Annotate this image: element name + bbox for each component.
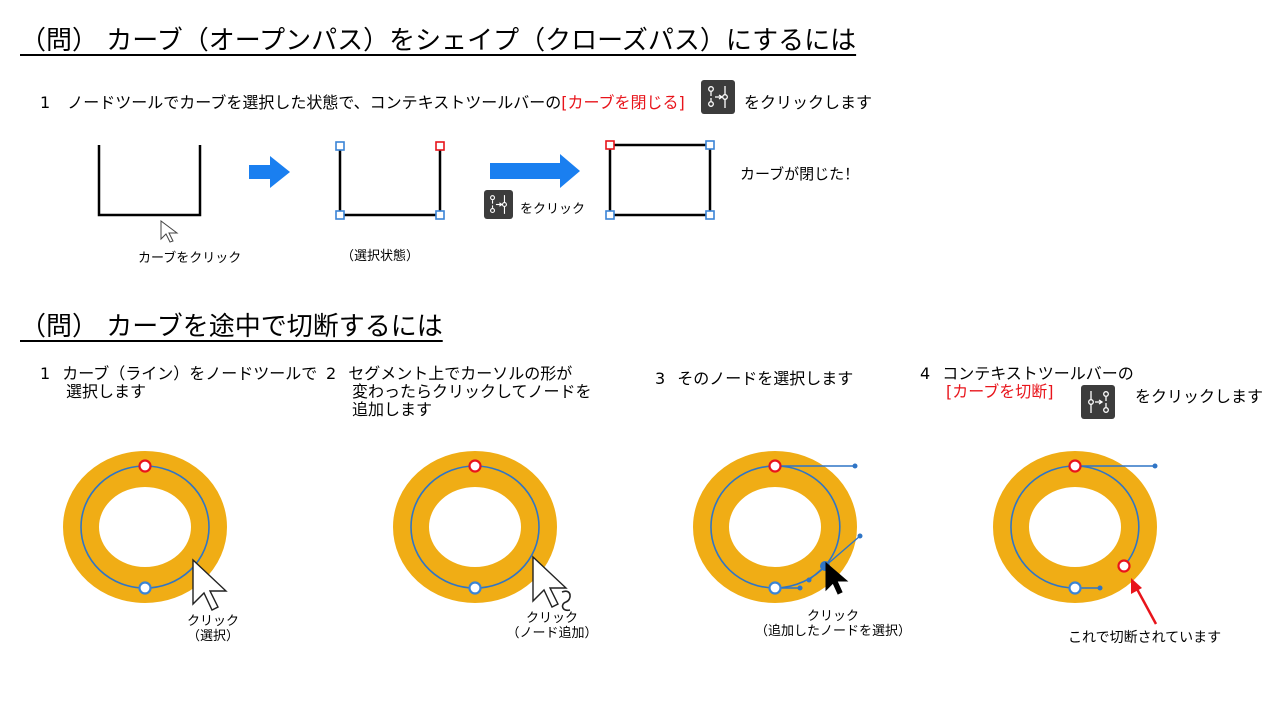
caption-line: クリック: [525, 611, 578, 626]
ring-shape: [393, 451, 557, 603]
close-curve-icon: [701, 80, 735, 114]
node: [468, 581, 482, 595]
node-start: [768, 459, 782, 473]
node-start: [335, 141, 345, 151]
step-number: 1: [40, 364, 51, 383]
step-number: 4: [920, 364, 931, 383]
ring-shape: [693, 451, 857, 603]
ring-path: [1010, 465, 1076, 589]
node: [705, 210, 715, 220]
caption-selected: （選択状態）: [341, 249, 420, 264]
step-line: 変わったらクリックしてノードを: [352, 382, 592, 401]
caption-line: （ノード追加）: [506, 626, 598, 641]
handle-point: [1097, 585, 1103, 591]
close-curve-icon: [484, 190, 513, 219]
ring-path: [710, 465, 776, 589]
node: [768, 581, 782, 595]
pointer-cursor-icon: [160, 220, 179, 243]
ring-path: [774, 465, 841, 567]
caption-line: （追加したノードを選択）: [754, 624, 911, 639]
step-line: コンテキストツールバーの: [942, 364, 1134, 383]
step-line: セグメント上でカーソルの形が: [348, 364, 573, 383]
caption-line: クリック: [186, 614, 239, 629]
step-text-after: をクリックします: [744, 93, 873, 112]
step-line: 追加します: [352, 400, 433, 419]
section2-step2: 2 セグメント上でカーソルの形が 変わったらクリックしてノードを 追加します: [326, 365, 592, 419]
section1-title: （問） カーブ（オープンパス）をシェイプ（クローズパス）にするには: [20, 26, 857, 56]
handle-point: [1152, 463, 1158, 469]
section1-step1: 1 ノードツールでカーブを選択した状態で、コンテキストツールバーの[カーブを閉じ…: [40, 89, 685, 113]
node: [138, 581, 152, 595]
ring-path: [1074, 465, 1140, 567]
node-start: [1068, 459, 1082, 473]
node: [605, 140, 615, 150]
handle-point: [806, 577, 812, 583]
step-number: 2: [326, 364, 337, 383]
node-cut: [1117, 559, 1131, 573]
section2-step1: 1 カーブ（ライン）をノードツールで 選択します: [40, 365, 317, 401]
step4-text-after: をクリックします: [1135, 387, 1264, 406]
node: [605, 210, 615, 220]
caption-cut-done: これで切断されています: [1068, 630, 1222, 646]
caption-line: クリック: [806, 609, 859, 624]
break-curve-label: [カーブを切断]: [946, 382, 1054, 401]
node: [435, 210, 445, 220]
node: [335, 210, 345, 220]
closed-shape: [608, 143, 712, 217]
selected-curve: [338, 146, 442, 217]
pointer-cursor-icon: [192, 558, 228, 611]
open-curve: [97, 145, 202, 217]
handle-point: [852, 463, 858, 469]
result-text: カーブが閉じた！: [740, 165, 860, 183]
step-line: そのノードを選択します: [677, 369, 854, 388]
add-node-cursor-icon: [532, 555, 571, 612]
section2-step3: 3 そのノードを選択します: [655, 365, 853, 389]
red-arrow-head: [1131, 578, 1142, 594]
arrow-right-large-icon: [490, 154, 580, 188]
handle-point: [857, 533, 863, 539]
handle-point: [797, 585, 803, 591]
ring-shape: [63, 451, 227, 603]
close-curve-label: [カーブを閉じる]: [561, 93, 685, 112]
node-end: [435, 141, 445, 151]
control-handle: [808, 535, 861, 581]
section2-step4: 4 コンテキストツールバーの [カーブを切断]: [920, 365, 1134, 401]
click-icon-label: をクリック: [520, 202, 586, 217]
section2-title: （問） カーブを途中で切断するには: [20, 312, 443, 342]
node: [1068, 581, 1082, 595]
red-arrow: [1135, 588, 1158, 625]
caption-click-select-node: クリック （追加したノードを選択）: [753, 609, 913, 639]
break-curve-icon: [1081, 385, 1115, 419]
node-start: [468, 459, 482, 473]
step-line: カーブ（ライン）をノードツールで: [62, 364, 318, 383]
caption-click-curve: カーブをクリック: [138, 251, 242, 266]
caption-click-add-node: クリック （ノード追加）: [502, 611, 602, 641]
caption-click-select: クリック （選択）: [183, 614, 243, 644]
step-text-before: ノードツールでカーブを選択した状態で、コンテキストツールバーの: [67, 93, 562, 112]
caption-line: （選択）: [186, 629, 239, 644]
step-number: 3: [655, 369, 666, 388]
node: [705, 140, 715, 150]
step-number: 1: [40, 93, 51, 112]
step-line: 選択します: [66, 382, 147, 401]
node-start: [138, 459, 152, 473]
pointer-cursor-icon: [825, 561, 849, 595]
arrow-right-icon: [249, 156, 290, 188]
